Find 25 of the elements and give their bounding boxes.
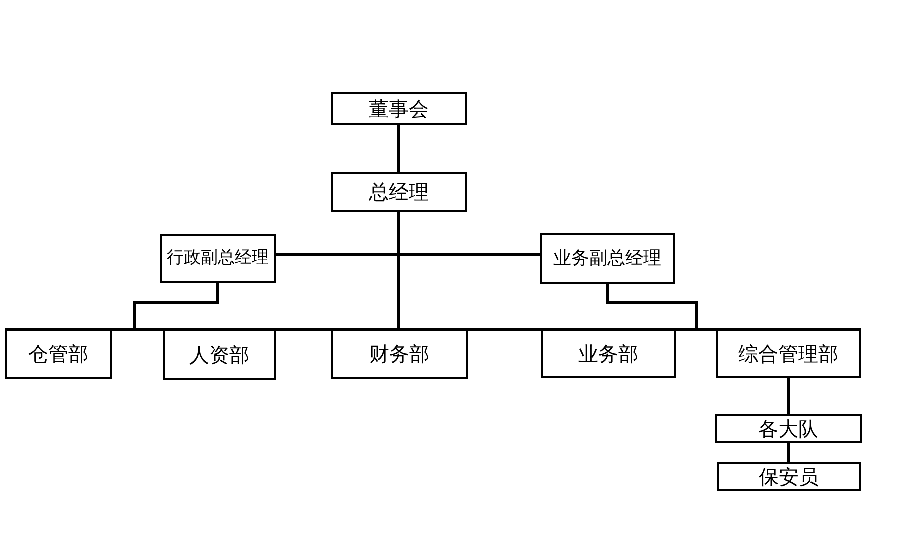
org-box (160, 234, 276, 283)
org-box (717, 462, 861, 491)
connector-line (788, 443, 790, 462)
org-box (540, 233, 675, 284)
box-label: 董事会 (369, 98, 429, 118)
box-label: 总经理 (369, 182, 429, 202)
box-label: 财务部 (370, 344, 430, 364)
box-label: 业务部 (578, 344, 638, 364)
org-box (331, 92, 467, 125)
org-box (331, 329, 468, 379)
box-label: 行政副总经理 (167, 250, 269, 267)
org-box (716, 329, 861, 378)
org-box (541, 329, 676, 378)
org-box (331, 172, 467, 212)
org-box (163, 329, 276, 380)
box-label: 人资部 (190, 344, 250, 364)
box-label: 各大队 (758, 418, 818, 438)
org-box (5, 329, 112, 379)
org-box (715, 414, 862, 443)
connector-line (787, 378, 790, 414)
connector-line (398, 125, 400, 172)
box-label: 业务副总经理 (554, 250, 662, 268)
box-label: 保安员 (759, 466, 819, 486)
box-label: 仓管部 (28, 344, 88, 364)
box-label: 综合管理部 (738, 344, 838, 364)
